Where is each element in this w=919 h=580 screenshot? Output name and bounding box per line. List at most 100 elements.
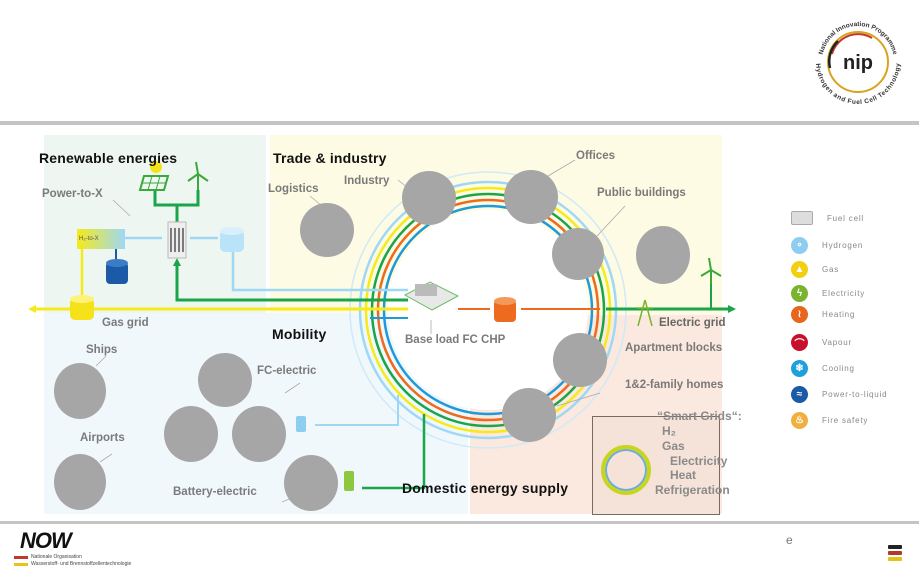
smart-grids-title: “Smart Grids“: [657, 409, 742, 423]
section-title-mobility: Mobility [272, 326, 327, 342]
nip-logo-text: nip [843, 52, 873, 74]
wind-turbine-icon [187, 161, 209, 190]
logistics-truck-icon [300, 203, 354, 257]
domestic-hydrogen-line [315, 395, 399, 426]
hydrogen-tank-icon [220, 227, 244, 252]
domestic-electric-line [362, 414, 426, 490]
fc-car-icon [232, 406, 286, 462]
header-divider [0, 121, 919, 125]
label-airports: Airports [80, 432, 125, 444]
legend-label: Electricity [822, 289, 866, 298]
legend-label: Vapour [822, 338, 853, 347]
legend-electricity: ϟ Electricity [791, 285, 865, 302]
now-logo-sub2: Wasserstoff- und Brennstoffzellentechnol… [31, 561, 132, 567]
fc-train-icon [198, 353, 252, 407]
label-gas-grid: Gas grid [102, 317, 149, 329]
renewable-link [153, 190, 200, 207]
sun-icon [150, 161, 162, 173]
label-industry: Industry [344, 175, 390, 187]
fire-icon: ♨ [791, 412, 808, 429]
ev-charger-icon [344, 471, 354, 491]
hydrogen-feed-line [231, 252, 408, 292]
snowflake-icon: ❄ [791, 360, 808, 377]
smart-grids-item-heat: Heat [670, 468, 697, 482]
label-logistics: Logistics [268, 183, 319, 195]
label-public-buildings: Public buildings [597, 187, 686, 199]
lightning-icon: ϟ [791, 285, 808, 302]
pylon-icon [637, 299, 653, 327]
legend-cooling: ❄ Cooling [791, 360, 855, 377]
h2-to-x-box [77, 229, 125, 249]
fuel-cell-icon [167, 221, 187, 259]
airport-icon [54, 454, 106, 510]
heating-icon: ≀ [791, 306, 808, 323]
liquid-tank-icon [106, 259, 128, 284]
legend-label: Hydrogen [822, 241, 864, 250]
heat-tank-icon [494, 297, 516, 322]
smart-grids-box [592, 416, 720, 515]
gas-tank-icon [70, 295, 94, 320]
german-flag-icon [888, 545, 902, 563]
industry-factory-icon [402, 171, 456, 225]
offices-building-icon [504, 170, 558, 224]
grid-wind-turbine-icon [700, 257, 722, 284]
legend-hydrogen: ∘ Hydrogen [791, 237, 863, 254]
footer-divider [0, 521, 919, 524]
electric-feed-arrow [173, 258, 181, 266]
smart-grids-item-electricity: Electricity [670, 454, 728, 468]
legend-fire-safety: ♨ Fire safety [791, 412, 868, 429]
legend-label: Heating [822, 310, 856, 319]
smart-grids-ring-icon [601, 445, 651, 495]
legend-heating: ≀ Heating [791, 306, 855, 323]
public-building-icon [552, 228, 604, 280]
legend-label: Cooling [822, 364, 855, 373]
legend-power-to-liquid: ≈ Power-to-liquid [791, 386, 887, 403]
solar-panel-icon [138, 175, 170, 191]
family-home-icon [502, 388, 556, 442]
legend-fuel-cell: Fuel cell [791, 211, 864, 225]
label-fc-electric: FC-electric [257, 365, 317, 377]
now-logo: NOW Nationale Organisation Wasserstoff- … [14, 530, 131, 567]
legend-label: Gas [822, 265, 840, 274]
now-logo-text: NOW [20, 528, 72, 553]
ship-icon [54, 363, 106, 419]
hydrogen-icon: ∘ [791, 237, 808, 254]
label-h2-to-x: H₂-to-X [79, 236, 99, 242]
label-battery-electric: Battery-electric [173, 486, 257, 498]
wave-icon: ≈ [791, 386, 808, 403]
label-family-homes: 1&2-family homes [625, 379, 724, 391]
smart-grids-item-gas: Gas [662, 439, 685, 453]
legend-label: Fire safety [822, 416, 869, 425]
smart-grids-item-h2: H₂ [662, 424, 676, 438]
label-ships: Ships [86, 344, 118, 356]
gas-grid-arrow [28, 305, 36, 313]
fc-bus-icon [164, 406, 218, 462]
vapour-icon: ⌒ [791, 334, 808, 351]
page-marker: e [786, 533, 793, 547]
label-power-to-x: Power-to-X [42, 188, 103, 200]
nip-logo: nip National Innovation Programme Hydrog… [812, 16, 904, 108]
label-electric-grid: Electric grid [659, 317, 726, 329]
chp-plant-icon [403, 281, 460, 311]
now-logo-sub1: Nationale Organisation [31, 554, 82, 560]
label-apartment-blocks: Apartment blocks [625, 342, 723, 354]
section-title-trade: Trade & industry [273, 150, 387, 166]
battery-car-icon [284, 455, 338, 511]
label-offices: Offices [576, 150, 615, 162]
electric-grid-arrow [728, 305, 736, 313]
h2-pump-icon [296, 416, 306, 432]
legend-label: Fuel cell [827, 213, 864, 223]
smart-grids-item-refrigeration: Refrigeration [655, 483, 730, 497]
legend-gas: ▲ Gas [791, 261, 839, 278]
label-base-load-chp: Base load FC CHP [405, 334, 506, 346]
grid-station-icon [636, 226, 690, 284]
fuel-cell-icon [791, 211, 813, 225]
section-title-renewable: Renewable energies [39, 150, 178, 166]
legend-label: Power-to-liquid [822, 390, 888, 399]
electric-feed-line [175, 262, 408, 302]
legend-vapour: ⌒ Vapour [791, 334, 852, 351]
apartment-block-icon [553, 333, 607, 387]
gas-flame-icon: ▲ [791, 261, 808, 278]
section-title-domestic: Domestic energy supply [402, 480, 569, 496]
